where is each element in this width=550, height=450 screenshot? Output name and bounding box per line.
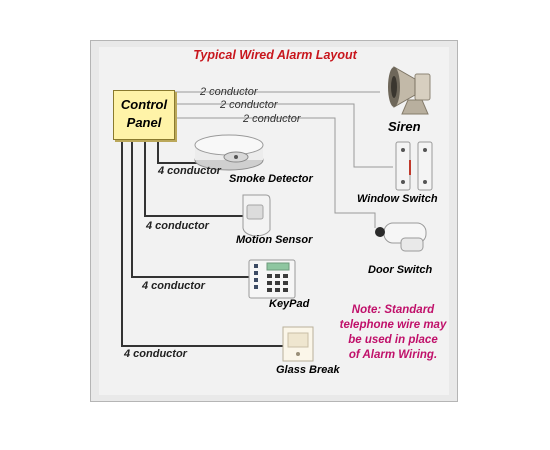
note-line-2: telephone wire may [339,319,447,331]
wire-smoke [157,140,210,164]
diagram-title: Typical Wired Alarm Layout [193,48,357,62]
device-label-motion-sensor: Motion Sensor [236,234,313,246]
wire-label-keypad: 4 conductor [142,280,205,292]
device-label-window-switch: Window Switch [357,193,438,205]
control-panel-label-2: Panel [126,115,162,130]
control-panel-label-1: Control [120,97,168,112]
door-switch-icon [375,222,427,252]
wire-label-smoke: 4 conductor [158,165,221,177]
siren-icon [388,66,431,115]
wire-door [175,117,376,228]
smoke-detector-icon [194,134,264,171]
keypad-icon [248,259,296,299]
control-panel: Control Panel [113,90,175,140]
wire-label-door: 2 conductor [243,113,301,125]
wire-label-siren: 2 conductor [200,86,258,98]
wiring-note: Note: Standard telephone wire may be use… [325,303,461,363]
wire-motion [144,140,244,217]
window-switch-icon [395,141,433,191]
wire-label-glass: 4 conductor [124,348,187,360]
wire-keypad [131,140,249,278]
wire-label-motion: 4 conductor [146,220,209,232]
wire-window [175,103,393,168]
device-label-door-switch: Door Switch [368,264,433,276]
wire-glass [121,140,283,347]
motion-sensor-icon [242,194,271,237]
note-line-3: be used in place [348,334,438,346]
device-label-keypad: KeyPad [269,298,310,310]
note-line-4: of Alarm Wiring. [348,349,438,361]
device-label-glass-break: Glass Break [276,364,340,376]
device-label-smoke-detector: Smoke Detector [229,173,313,185]
device-label-siren: Siren [388,119,421,134]
glass-break-icon [282,326,314,362]
note-line-1: Note: Standard [351,304,435,316]
wire-label-window: 2 conductor [220,99,278,111]
